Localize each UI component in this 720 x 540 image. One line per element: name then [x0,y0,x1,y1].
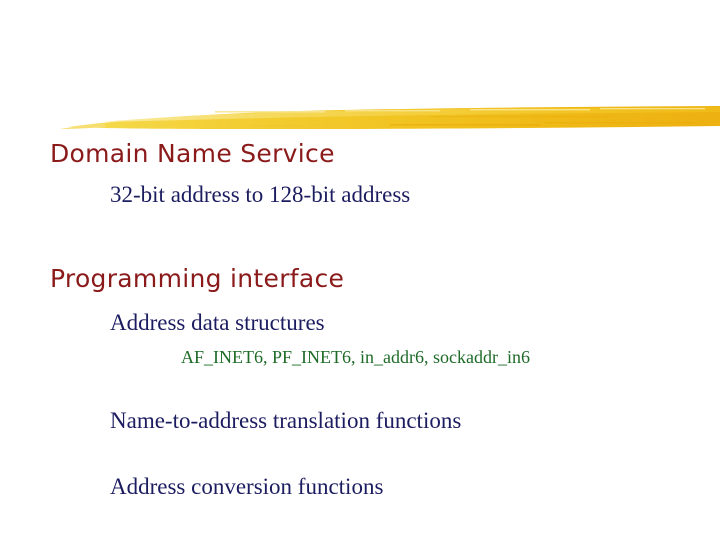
bullet-address-conversion-functions: Address conversion functions [110,474,384,499]
heading-domain-name-service: Domain Name Service [50,139,335,168]
bullet-address-conversion-note: 32-bit address to 128-bit address [110,182,411,207]
bullet-name-to-address-translation-functions: Name-to-address translation functions [110,408,462,433]
bullet-address-data-structures: Address data structures [110,310,325,335]
bullet-inet6-identifiers: AF_INET6, PF_INET6, in_addr6, sockaddr_i… [181,347,530,367]
heading-programming-interface: Programming interface [50,264,345,293]
yellow-brush-stroke-icon [60,106,720,129]
